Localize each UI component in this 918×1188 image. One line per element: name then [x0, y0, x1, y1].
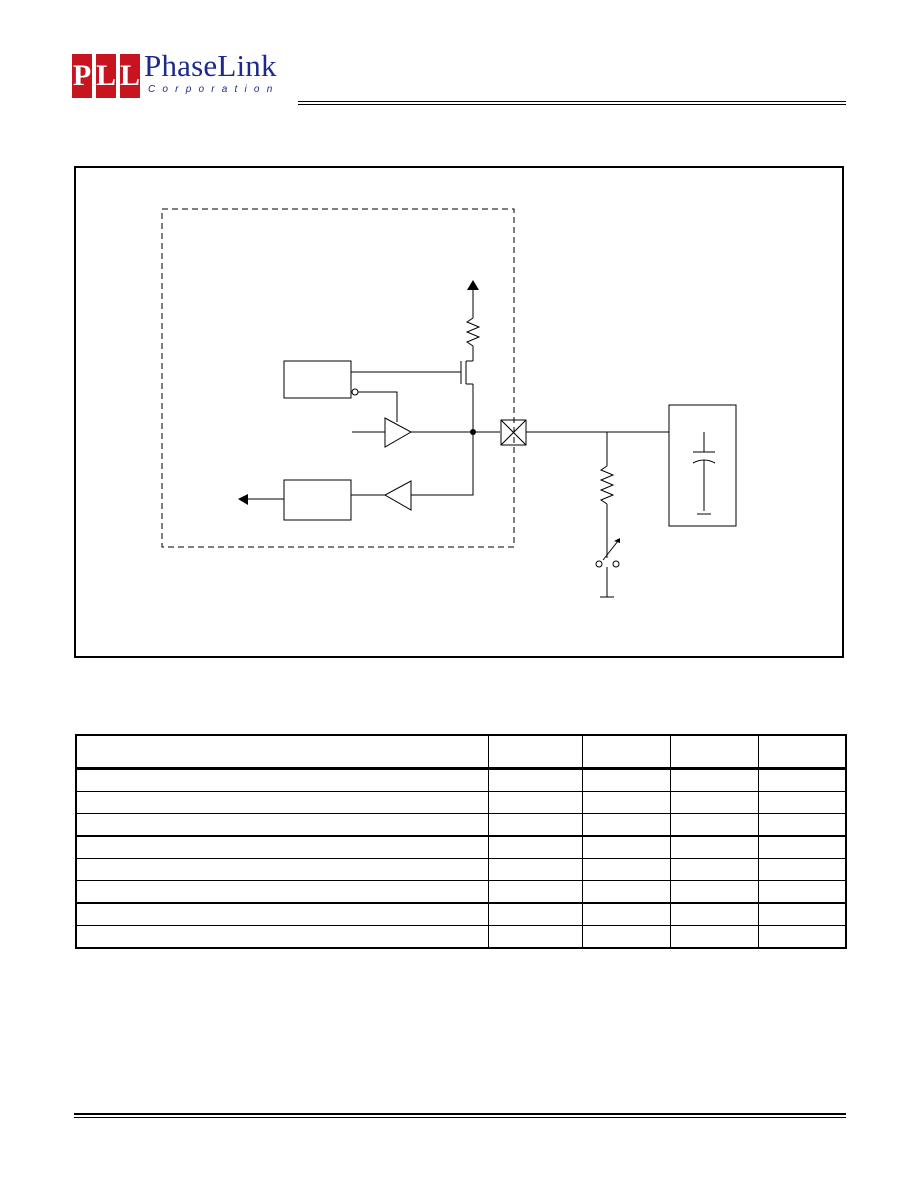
- circuit-diagram: [161, 208, 737, 598]
- input-feedback-wire: [411, 432, 474, 496]
- table-row: [75, 768, 847, 792]
- table-cell: [581, 768, 671, 792]
- table-row: [75, 858, 847, 881]
- table-cell: [757, 880, 847, 904]
- table-cell: [669, 858, 759, 881]
- logo-letter-l2: L: [120, 54, 140, 98]
- inverter-bubble: [351, 388, 359, 396]
- table-header: [757, 735, 847, 770]
- table-row: [75, 813, 847, 837]
- table-cell: [581, 813, 671, 837]
- table-cell: [75, 858, 489, 881]
- table-cell: [487, 813, 583, 837]
- table-cell: [75, 903, 489, 926]
- external-resistor: [599, 465, 615, 505]
- table-cell: [75, 836, 489, 859]
- table-cell: [487, 903, 583, 926]
- input-buffer: [383, 480, 412, 511]
- table-cell: [669, 836, 759, 859]
- table-header: [75, 735, 489, 770]
- control-block: [283, 360, 352, 399]
- table-cell: [75, 880, 489, 904]
- junction-dot: [470, 429, 476, 435]
- footer-rule-thin: [74, 1117, 846, 1118]
- table-cell: [669, 791, 759, 814]
- table-cell: [669, 813, 759, 837]
- table-cell: [75, 925, 489, 949]
- table-row: [75, 925, 847, 949]
- pad-cross-b: [500, 419, 527, 446]
- table-cell: [581, 791, 671, 814]
- table-cell: [487, 880, 583, 904]
- spec-table: [75, 734, 847, 949]
- table-cell: [487, 791, 583, 814]
- output-arrow: [238, 494, 248, 505]
- switch-arrow: [614, 538, 620, 543]
- table-cell: [669, 768, 759, 792]
- table-cell: [669, 880, 759, 904]
- logo-letter-p: P: [72, 54, 92, 98]
- pullup-resistor: [465, 317, 481, 347]
- table-cell: [757, 858, 847, 881]
- table-cell: [757, 836, 847, 859]
- table-cell: [487, 768, 583, 792]
- table-header: [487, 735, 583, 770]
- table-cell: [487, 836, 583, 859]
- company-subtitle: Corporation: [148, 84, 280, 95]
- table-cell: [581, 925, 671, 949]
- switch-contact-right: [612, 560, 620, 568]
- output-buffer: [384, 417, 413, 448]
- logo-letter-l1: L: [96, 54, 116, 98]
- company-name: PhaseLink: [144, 48, 277, 83]
- table-cell: [581, 903, 671, 926]
- table-cell: [757, 925, 847, 949]
- table-cell: [757, 813, 847, 837]
- table-header: [669, 735, 759, 770]
- table-header-row: [75, 735, 847, 770]
- table-cell: [757, 791, 847, 814]
- vdd-arrow: [467, 280, 479, 290]
- footer-rule: [74, 1113, 846, 1115]
- table-row: [75, 903, 847, 926]
- table-cell: [581, 880, 671, 904]
- table-cell: [487, 858, 583, 881]
- switch-lever: [602, 540, 619, 561]
- table-row: [75, 880, 847, 904]
- header-rule-thin: [298, 104, 846, 105]
- load-block: [668, 404, 737, 527]
- table-cell: [75, 791, 489, 814]
- table-cell: [581, 836, 671, 859]
- enable-wire: [358, 391, 398, 422]
- table-cell: [581, 858, 671, 881]
- switch-contact-left: [595, 560, 603, 568]
- table-cell: [757, 768, 847, 792]
- table-cell: [75, 813, 489, 837]
- table-cell: [669, 925, 759, 949]
- table-row: [75, 836, 847, 859]
- table-cell: [75, 768, 489, 792]
- table-cell: [757, 903, 847, 926]
- chip-boundary: [161, 208, 515, 548]
- table-cell: [669, 903, 759, 926]
- table-cell: [487, 925, 583, 949]
- header-rule: [298, 101, 846, 102]
- table-header: [581, 735, 671, 770]
- circuit-figure: [74, 166, 844, 658]
- input-block: [283, 479, 352, 521]
- table-row: [75, 791, 847, 814]
